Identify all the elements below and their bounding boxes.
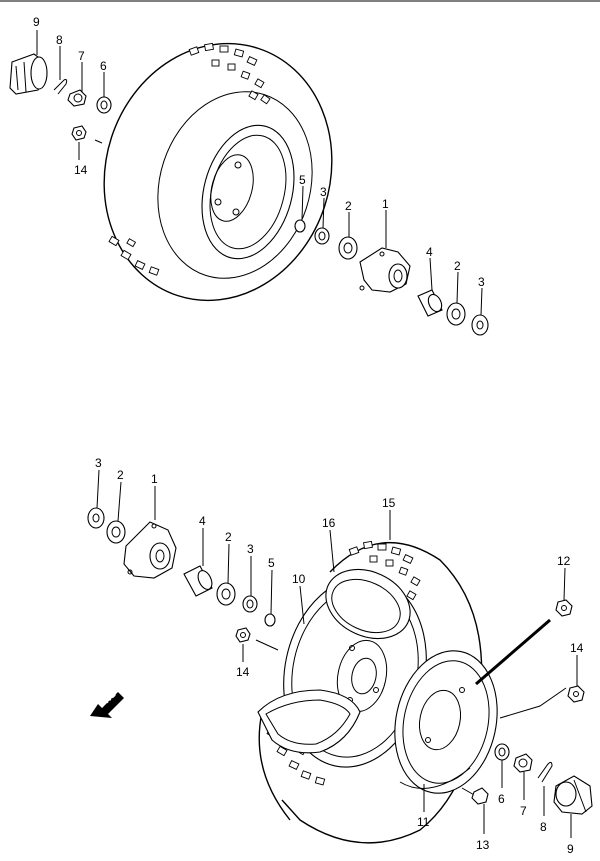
callout-bottom-2: 2 (117, 468, 124, 482)
top-castle-nut (67, 89, 87, 107)
fwd-arrow: FWD (90, 688, 124, 718)
callout-bottom-13: 13 (476, 838, 490, 852)
bottom-leader-lines (96, 469, 578, 838)
callout-bottom-11: 11 (417, 815, 430, 829)
bottom-nut-right-line (499, 687, 567, 719)
top-wheel-assembly (9, 30, 489, 336)
top-hub-cap (9, 53, 48, 95)
callout-bottom-15: 15 (382, 496, 396, 510)
bottom-seal-left (87, 507, 105, 529)
top-leader-lines (36, 30, 483, 316)
bottom-cotter-pin (537, 761, 553, 783)
bottom-washer-5 (264, 613, 276, 627)
top-washer (96, 96, 112, 114)
top-seal-left (314, 227, 330, 245)
callout-top-3: 3 (320, 185, 327, 199)
bottom-bearing-right (216, 582, 236, 606)
callout-top-14: 14 (74, 163, 88, 177)
callout-bottom-3b: 3 (247, 542, 254, 556)
callout-top-2b: 2 (454, 259, 461, 273)
callout-top-2: 2 (345, 199, 352, 213)
callout-top-9: 9 (33, 15, 40, 29)
callout-bottom-7: 7 (520, 804, 527, 818)
bottom-hub (123, 521, 177, 579)
bottom-inner-liner-lower (257, 689, 361, 754)
callout-bottom-14b: 14 (570, 641, 584, 655)
top-bearing-left (338, 236, 358, 260)
bottom-valve-nut (555, 599, 573, 617)
bottom-nut-left (235, 627, 251, 643)
callout-top-4: 4 (426, 245, 433, 259)
bottom-rim-outer (394, 650, 498, 794)
top-tire-tread (108, 42, 271, 276)
callout-top-3b: 3 (478, 275, 485, 289)
top-bearing-right (446, 302, 466, 326)
top-washer-5 (294, 219, 306, 233)
bottom-inner-liner-upper (325, 568, 411, 640)
bottom-bearing-left (106, 520, 126, 544)
callout-bottom-6: 6 (498, 792, 505, 806)
callout-top-8: 8 (56, 33, 63, 47)
top-cotter-pin (53, 79, 68, 95)
bottom-washer (494, 743, 510, 761)
callout-bottom-12: 12 (557, 554, 571, 568)
callout-bottom-10: 10 (292, 572, 306, 586)
bottom-castle-nut (513, 753, 533, 773)
callout-bottom-2b: 2 (225, 530, 232, 544)
callout-top-1: 1 (382, 197, 389, 211)
callout-bottom-3: 3 (95, 456, 102, 470)
top-seal-right (471, 314, 489, 336)
bottom-hub-cap (553, 775, 593, 815)
bottom-wheel-assembly: FWD (87, 469, 593, 844)
callout-bottom-1: 1 (151, 472, 158, 486)
callout-bottom-9: 9 (567, 842, 574, 856)
callout-bottom-5: 5 (268, 556, 275, 570)
bottom-spacer (183, 565, 213, 597)
bottom-bolt (461, 787, 489, 805)
top-hub (359, 247, 411, 293)
bottom-valve-stem (475, 618, 551, 686)
callout-bottom-16: 16 (322, 516, 336, 530)
callout-top-5: 5 (299, 173, 306, 187)
bottom-nut-stud-line (255, 639, 279, 651)
callout-top-7: 7 (78, 49, 85, 63)
top-spacer (417, 289, 443, 317)
callout-bottom-8: 8 (540, 820, 547, 834)
top-tire (103, 42, 333, 302)
top-nut (71, 125, 87, 141)
callout-bottom-14: 14 (236, 665, 250, 679)
callout-bottom-4: 4 (199, 514, 206, 528)
callout-top-6: 6 (100, 59, 107, 73)
bottom-seal-right (242, 595, 258, 613)
bottom-nut-right (567, 685, 585, 703)
bottom-callouts: 3 2 1 4 2 3 5 14 10 16 15 12 14 6 7 8 9 … (95, 456, 584, 856)
top-rim (201, 124, 295, 260)
top-callouts: 9 8 7 6 14 5 3 2 1 4 2 3 (33, 15, 485, 289)
top-nut-stud-line (94, 139, 103, 144)
